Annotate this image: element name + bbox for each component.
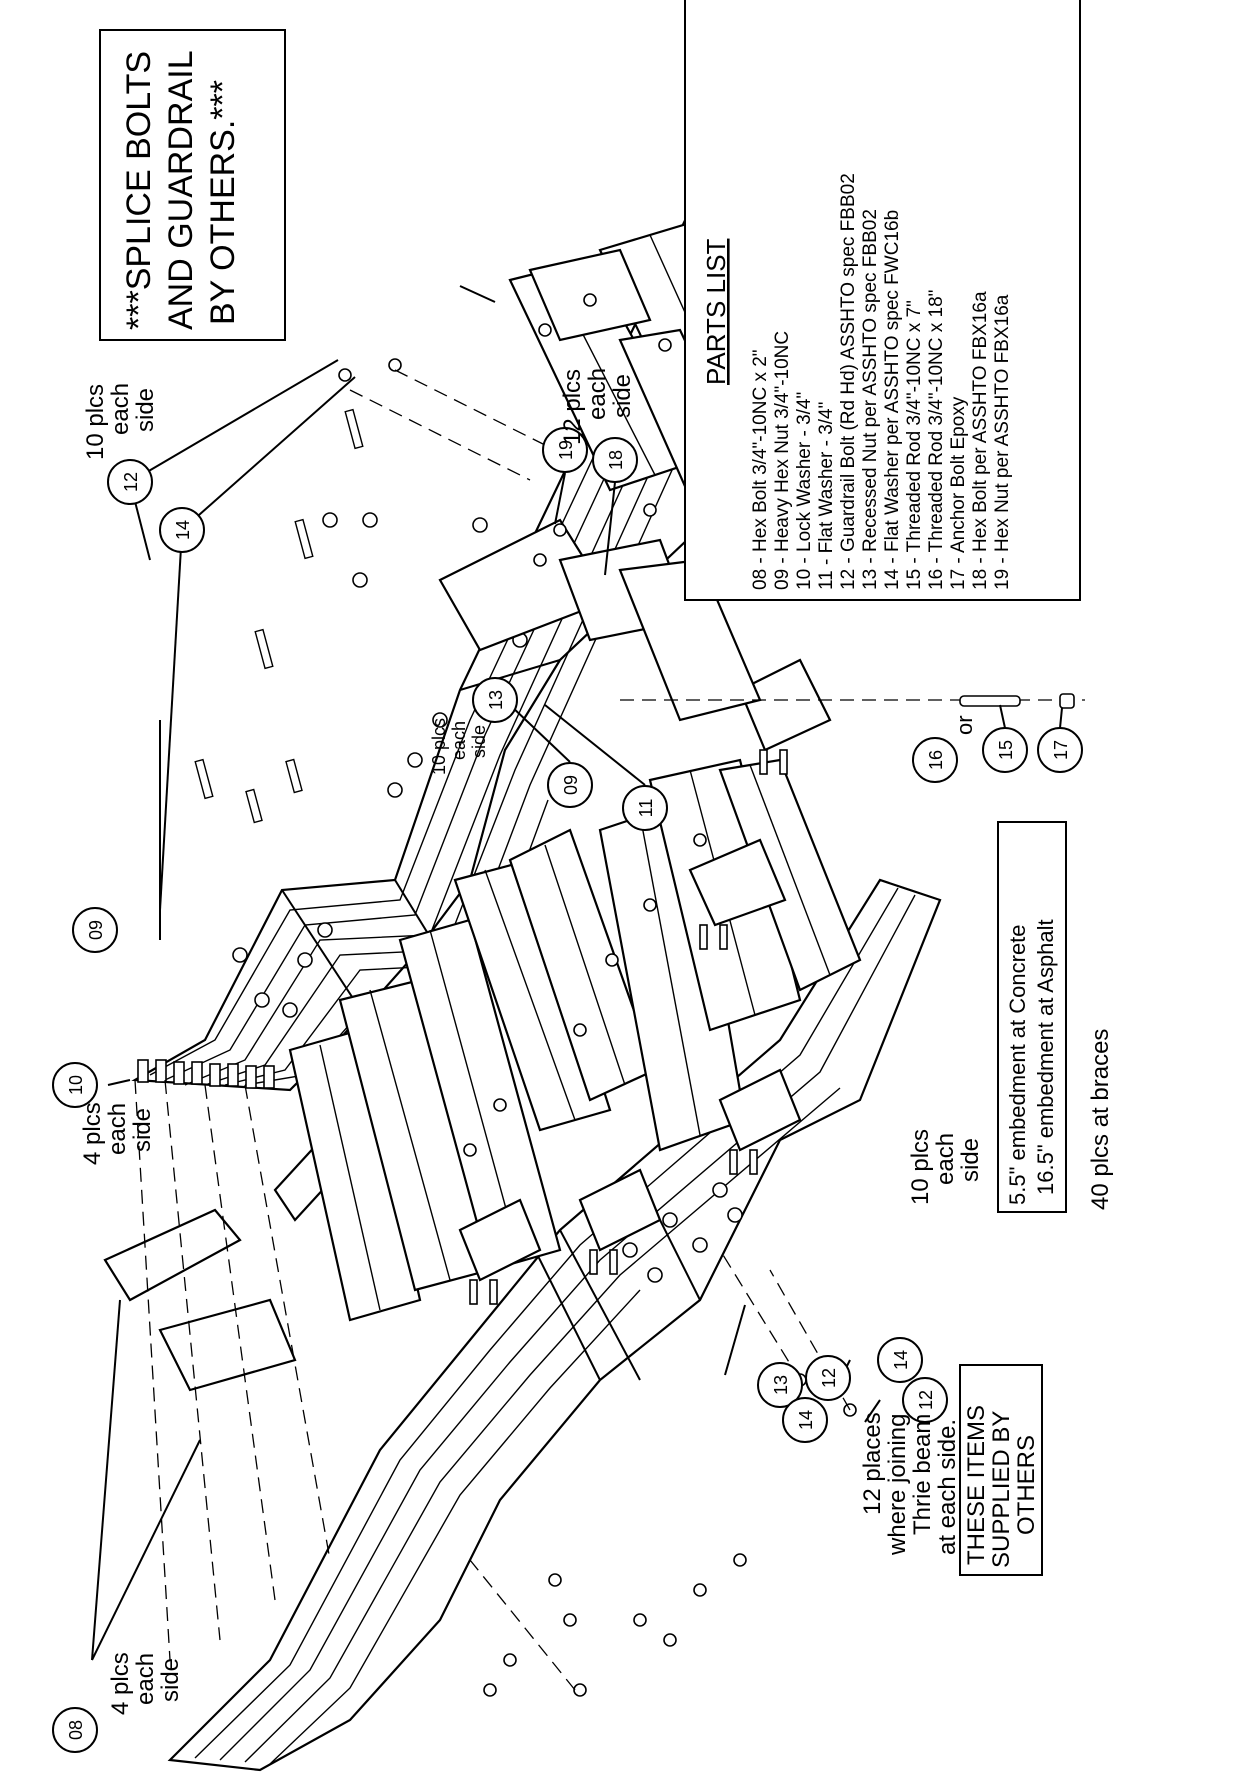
- callout-12-places-joining: 12 places where joining Thrie beam at ea…: [859, 1412, 961, 1556]
- bubble-13-bottom: 13: [757, 1362, 803, 1408]
- callout-10-plcs-mid: 10 plcs each side: [429, 718, 489, 775]
- parts-list-item: 11 - Flat Washer - 3/4": [816, 402, 837, 590]
- bubble-16: 16: [912, 737, 958, 783]
- svg-text:18: 18: [606, 450, 626, 470]
- svg-text:side: side: [157, 1658, 184, 1702]
- parts-list: PARTS LIST 08 - Hex Bolt 3/4"-10NC x 2" …: [684, 0, 1081, 601]
- svg-text:14: 14: [891, 1350, 911, 1370]
- svg-text:12 places: 12 places: [859, 1412, 886, 1515]
- svg-text:09: 09: [561, 775, 581, 795]
- bubble-14-right: 14: [877, 1337, 923, 1383]
- svg-text:12: 12: [916, 1390, 936, 1410]
- parts-list-item: 18 - Hex Bolt per ASSHTO FBX16a: [970, 291, 991, 590]
- splice-bolts-note: ***SPLICE BOLTS AND GUARDRAIL BY OTHERS.…: [99, 29, 286, 341]
- svg-text:each: each: [107, 383, 134, 435]
- svg-text:each: each: [132, 1653, 159, 1705]
- parts-list-item: 14 - Flat Washer per ASSHTO spec FWC16b: [882, 210, 903, 590]
- svg-text:13: 13: [486, 690, 506, 710]
- parts-list-title: PARTS LIST: [701, 238, 731, 385]
- parts-list-item: 12 - Guardrail Bolt (Rd Hd) ASSHTO spec …: [838, 173, 859, 590]
- svg-text:10 plcs: 10 plcs: [82, 384, 109, 460]
- svg-text:OTHERS: OTHERS: [1013, 1435, 1040, 1535]
- svg-text:at each side.: at each side.: [934, 1419, 961, 1555]
- bubble-18: 18: [592, 437, 638, 483]
- svg-text:13: 13: [771, 1375, 791, 1395]
- svg-text:14: 14: [796, 1410, 816, 1430]
- svg-text:11: 11: [636, 799, 656, 818]
- svg-text:4 plcs: 4 plcs: [107, 1652, 134, 1715]
- bubble-12-top: 12: [107, 459, 153, 505]
- bubble-11: 11: [622, 785, 668, 831]
- supplied-by-others-note: THESE ITEMS SUPPLIED BY OTHERS: [959, 1364, 1043, 1576]
- svg-text:AND GUARDRAIL: AND GUARDRAIL: [162, 50, 200, 330]
- svg-text:Thrie beam: Thrie beam: [909, 1414, 936, 1535]
- svg-text:19: 19: [556, 440, 576, 460]
- parts-list-item: 08 - Hex Bolt 3/4"-10NC x 2": [750, 349, 771, 590]
- callout-12-plcs-right: 12 plcs each side: [559, 368, 636, 445]
- svg-text:10: 10: [66, 1075, 86, 1095]
- svg-text:12: 12: [121, 472, 141, 492]
- braces-note: 40 plcs at braces: [1087, 1029, 1114, 1210]
- parts-list-item: 16 - Threaded Rod 3/4"-10NC x 18": [926, 290, 947, 590]
- svg-text:each: each: [932, 1133, 959, 1185]
- svg-text:10 plcs: 10 plcs: [429, 718, 449, 775]
- callout-10-plcs-bottom: 10 plcs each side: [907, 1129, 984, 1205]
- embedment-note: 5.5" embedment at Concrete 16.5" embedme…: [997, 821, 1067, 1213]
- svg-text:08: 08: [66, 1720, 86, 1740]
- svg-text:10 plcs: 10 plcs: [907, 1129, 934, 1205]
- svg-text:THESE ITEMS: THESE ITEMS: [963, 1405, 990, 1565]
- parts-list-item: 15 - Threaded Rod 3/4"-10NC x 7": [904, 300, 925, 590]
- svg-text:***SPLICE BOLTS: ***SPLICE BOLTS: [120, 51, 158, 330]
- callout-4-plcs-left-bottom: 4 plcs each side: [107, 1652, 184, 1715]
- parts-list-item: 09 - Heavy Hex Nut 3/4"-10NC: [772, 331, 793, 590]
- bubble-09: 09: [72, 907, 118, 953]
- bubble-08: 08: [52, 1707, 98, 1753]
- svg-text:14: 14: [173, 520, 193, 540]
- bubble-12-right: 12: [902, 1377, 948, 1423]
- callout-10-plcs-top: 10 plcs each side: [82, 383, 159, 460]
- bubble-14-top: 14: [159, 507, 205, 553]
- bubble-09-mid: 09: [547, 762, 593, 808]
- parts-list-item: 13 - Recessed Nut per ASSHTO spec FBB02: [860, 209, 881, 590]
- svg-text:12 plcs: 12 plcs: [559, 369, 586, 445]
- svg-text:17: 17: [1051, 740, 1071, 760]
- svg-text:side: side: [609, 374, 636, 418]
- or-label: or: [952, 715, 977, 735]
- bubble-12-bottom: 12: [805, 1355, 851, 1401]
- svg-text:09: 09: [86, 920, 106, 940]
- svg-text:4 plcs: 4 plcs: [79, 1102, 106, 1165]
- svg-text:16: 16: [926, 750, 946, 770]
- svg-text:12: 12: [819, 1368, 839, 1388]
- svg-text:5.5" embedment at Concrete: 5.5" embedment at Concrete: [1005, 924, 1030, 1205]
- anchor-hardware: [959, 693, 1075, 709]
- svg-text:each: each: [104, 1103, 131, 1155]
- part-bubbles: 08 09 10 12 14 19 18 13 09 11 16 15 17 1…: [52, 427, 1083, 1753]
- svg-text:each: each: [584, 368, 611, 420]
- bubble-10: 10: [52, 1062, 98, 1108]
- svg-text:side: side: [132, 388, 159, 432]
- parts-list-item: 10 - Lock Washer - 3/4": [794, 392, 815, 590]
- bubble-19: 19: [542, 427, 588, 473]
- bubble-17: 17: [1037, 727, 1083, 773]
- svg-text:side: side: [469, 725, 489, 758]
- svg-text:SUPPLIED BY: SUPPLIED BY: [988, 1411, 1015, 1568]
- bubble-13: 13: [472, 677, 518, 723]
- svg-text:side: side: [129, 1108, 156, 1152]
- svg-text:each: each: [449, 721, 469, 760]
- bubble-15: 15: [982, 727, 1028, 773]
- parts-list-item: 17 - Anchor Bolt Epoxy: [948, 396, 969, 590]
- svg-text:15: 15: [996, 740, 1016, 760]
- svg-text:BY OTHERS.***: BY OTHERS.***: [204, 80, 242, 325]
- svg-text:16.5" embedment at Asphalt: 16.5" embedment at Asphalt: [1033, 919, 1058, 1195]
- bubble-14-bottom: 14: [782, 1397, 828, 1443]
- svg-text:side: side: [957, 1138, 984, 1182]
- svg-text:where joining: where joining: [884, 1414, 911, 1556]
- callout-4-plcs-left-top: 4 plcs each side: [79, 1102, 156, 1165]
- parts-list-item: 19 - Hex Nut per ASSHTO FBX16a: [992, 294, 1013, 590]
